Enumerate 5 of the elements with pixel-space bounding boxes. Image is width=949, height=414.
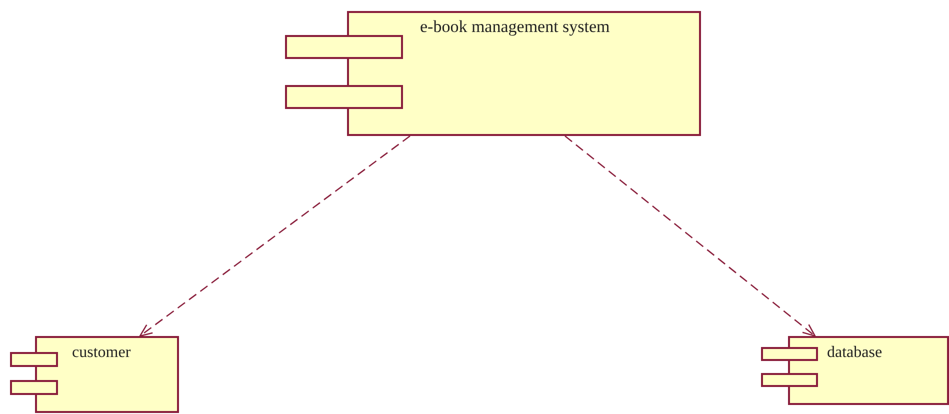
component-name: database	[827, 343, 884, 362]
component-name: customer	[72, 343, 132, 362]
dependency-arrow	[139, 135, 410, 337]
dependency-arrow	[564, 136, 816, 337]
component-name: e-book management system	[420, 17, 611, 38]
